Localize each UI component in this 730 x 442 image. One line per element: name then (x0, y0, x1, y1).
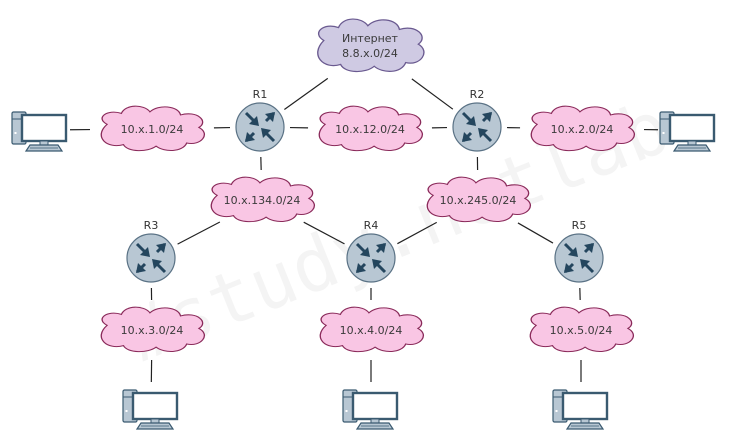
network-label: 10.x.12.0/24 (335, 123, 405, 136)
internet-label: Интернет (342, 32, 399, 45)
router-label: R4 (364, 219, 379, 232)
network-cloud[interactable]: 10.x.1.0/24 (100, 105, 206, 152)
network-label: 10.x.4.0/24 (340, 324, 403, 337)
router-label: R2 (470, 88, 485, 101)
network-cloud[interactable]: 10.x.3.0/24 (100, 306, 206, 353)
router-r4[interactable]: R4 (345, 219, 397, 284)
router-r3[interactable]: R3 (125, 219, 177, 284)
link-n245-R5 (517, 222, 554, 244)
network-label: 10.x.5.0/24 (550, 324, 613, 337)
network-label: 10.x.3.0/24 (121, 324, 184, 337)
internet-cloud-shape (317, 18, 425, 73)
internet-cloud[interactable] (317, 18, 425, 73)
network-label: 10.x.134.0/24 (224, 194, 301, 207)
computer-icon[interactable] (551, 388, 609, 431)
router-label: R1 (253, 88, 268, 101)
link-internet-R1 (284, 77, 329, 110)
network-cloud[interactable]: 10.x.245.0/24 (426, 176, 532, 223)
router-r1[interactable]: R1 (234, 88, 286, 153)
network-label: 10.x.2.0/24 (551, 123, 614, 136)
router-label: R3 (144, 219, 159, 232)
router-r5[interactable]: R5 (553, 219, 605, 284)
link-n134-R3 (177, 221, 221, 245)
computer-icon[interactable] (10, 110, 68, 153)
link-n245-R4 (397, 221, 437, 245)
computer-icon[interactable] (121, 388, 179, 431)
router-label: R5 (572, 219, 587, 232)
network-cloud[interactable]: 10.x.2.0/24 (530, 105, 636, 152)
link-internet-R2 (411, 78, 454, 110)
network-cloud[interactable]: 10.x.12.0/24 (318, 105, 424, 152)
network-cloud[interactable]: 10.x.5.0/24 (529, 306, 635, 353)
router-icon (125, 232, 177, 284)
network-label: 10.x.1.0/24 (121, 123, 184, 136)
network-cloud[interactable]: 10.x.134.0/24 (210, 176, 316, 223)
internet-subnet: 8.8.x.0/24 (342, 47, 398, 60)
router-r2[interactable]: R2 (451, 88, 503, 153)
network-cloud[interactable]: 10.x.4.0/24 (319, 306, 425, 353)
router-icon (553, 232, 605, 284)
links-layer (69, 77, 659, 383)
computer-icon[interactable] (341, 388, 399, 431)
router-icon (234, 101, 286, 153)
link-n134-R4 (303, 221, 345, 245)
router-icon (345, 232, 397, 284)
network-label: 10.x.245.0/24 (440, 194, 517, 207)
router-icon (451, 101, 503, 153)
